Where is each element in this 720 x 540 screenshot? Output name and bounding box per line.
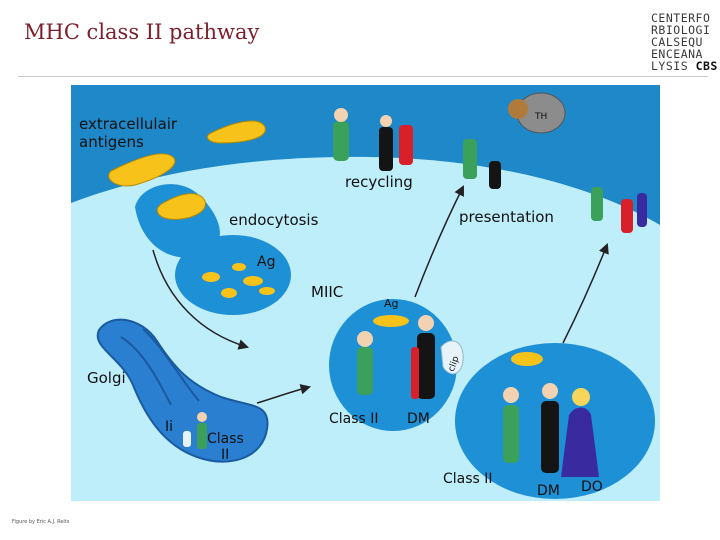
antigen-fragment	[243, 276, 263, 286]
black-character	[379, 127, 393, 171]
endosome-vesicle	[175, 235, 291, 315]
label-ag-miic: Ag	[384, 297, 399, 310]
label-th: TH	[534, 112, 547, 122]
figure-credit: Figure by Eric A.J. Reits	[12, 519, 70, 525]
label-miic: MIIC	[311, 283, 343, 301]
label-class-golgi-line1: Class	[207, 431, 244, 447]
label-class-golgi-line2: II	[221, 447, 229, 463]
character-head	[334, 108, 348, 122]
character-head	[503, 387, 519, 403]
presentation-arrow	[562, 243, 609, 344]
cbs-logo: CENTERFO RBIOLOGI CALSEQU ENCEANA LYSIS …	[651, 11, 717, 73]
black-character	[417, 333, 435, 399]
antigen-fragment	[232, 263, 246, 271]
antigen-tray	[373, 315, 409, 327]
logo-line: ENCEANA	[651, 47, 703, 61]
antigen-fragment	[259, 287, 275, 295]
label-do-vesicle: DO	[581, 479, 603, 495]
label-class-ii-vesicle: Class II	[443, 471, 493, 487]
antigen	[511, 352, 543, 366]
recycling-arrow	[414, 185, 464, 298]
green-character	[357, 347, 373, 395]
surface-characters	[333, 108, 647, 233]
slide-title: MHC class II pathway	[24, 20, 260, 44]
character-head	[197, 412, 207, 422]
logo-line: CENTERFO	[651, 11, 711, 25]
label-extracellular-line1: extracellulair	[79, 115, 178, 133]
black-character	[489, 161, 501, 189]
logo-line: RBIOLOGI	[651, 23, 711, 37]
logo-last-text: LYSIS	[651, 59, 689, 73]
green-character	[197, 423, 207, 449]
mhc-pathway-diagram: extracellulair antigens recycling endocy…	[71, 85, 660, 501]
ii-character	[183, 431, 191, 447]
green-character	[463, 139, 477, 179]
character-head	[357, 331, 373, 347]
character-head	[572, 388, 590, 406]
title-divider	[18, 76, 708, 77]
label-golgi: Golgi	[87, 369, 126, 387]
character-head	[418, 315, 434, 331]
green-character	[503, 405, 519, 463]
label-endocytosis: endocytosis	[229, 211, 319, 229]
red-character	[621, 199, 633, 233]
logo-mark: CBS	[695, 59, 718, 73]
logo-line: CALSEQU	[651, 35, 703, 49]
antigen-fragment	[221, 288, 237, 298]
green-character	[591, 187, 603, 221]
label-dm-vesicle: DM	[537, 483, 560, 499]
label-extracellular-line2: antigens	[79, 133, 144, 151]
black-character	[541, 401, 559, 473]
label-presentation: presentation	[459, 208, 554, 226]
th-cell-head	[508, 99, 528, 119]
golgi-fold-line	[120, 336, 172, 406]
label-class-ii-miic: Class II	[329, 411, 379, 427]
logo-line-last: LYSIS CBS	[651, 59, 717, 73]
red-character	[399, 125, 413, 165]
label-dm-miic: DM	[407, 411, 430, 427]
character-head	[542, 383, 558, 399]
character-head	[380, 115, 392, 127]
label-ag-endosome: Ag	[257, 254, 275, 270]
golgi-fold-line	[142, 328, 200, 402]
green-character	[333, 121, 349, 161]
antigen	[206, 120, 266, 144]
red-cape	[411, 347, 419, 399]
antigen-fragment	[202, 272, 220, 282]
label-recycling: recycling	[345, 173, 413, 191]
golgi-to-miic-arrow	[256, 384, 312, 404]
antigen	[108, 153, 176, 187]
endocytosis-arrow	[152, 249, 250, 350]
label-ii: Ii	[165, 419, 173, 435]
purple-character	[561, 407, 599, 477]
antigen	[156, 193, 206, 220]
purple-character	[637, 193, 647, 227]
clip-ghost	[440, 340, 464, 375]
